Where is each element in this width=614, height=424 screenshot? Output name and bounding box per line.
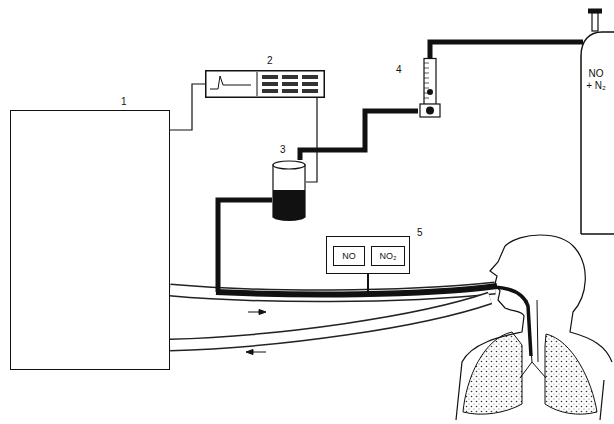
callout-number: 1 xyxy=(121,96,127,108)
gas-delivery-tube xyxy=(218,200,272,292)
gas-cylinder-outline xyxy=(578,8,614,235)
gas-label: NO + N₂ xyxy=(585,68,607,91)
sampling-line xyxy=(367,274,369,292)
sensor-label: NO₂ xyxy=(380,251,397,261)
callout-number: 3 xyxy=(280,144,286,156)
gas-cylinder: NO + N₂ xyxy=(578,8,614,235)
callout-number: 5 xyxy=(417,227,423,239)
endotracheal-tube xyxy=(494,287,531,356)
callout-number: 4 xyxy=(396,64,402,76)
signal-wire xyxy=(306,98,317,182)
monitor-box-outline xyxy=(205,70,325,98)
flow-arrows xyxy=(246,310,266,355)
no2-sensor-box: NO₂ xyxy=(371,246,405,266)
mixing-chamber-outline xyxy=(272,160,306,222)
no-sensor-box: NO xyxy=(333,246,365,266)
sensor-label: NO xyxy=(342,251,356,261)
gas-tube xyxy=(430,42,583,58)
callout-number: 2 xyxy=(267,55,273,67)
inspiratory-limb xyxy=(216,286,497,294)
ventilator-box: 1 xyxy=(10,110,170,370)
gas-tube xyxy=(300,111,418,160)
analyser-box: 5NONO₂ xyxy=(326,236,410,274)
signal-wire xyxy=(170,84,205,130)
mixing-chamber: 3 xyxy=(272,160,306,222)
flowmeter: 4 xyxy=(418,58,442,118)
monitor-box: 2 xyxy=(205,70,325,98)
patient-figure xyxy=(456,235,612,420)
flowmeter-outline xyxy=(418,58,442,118)
